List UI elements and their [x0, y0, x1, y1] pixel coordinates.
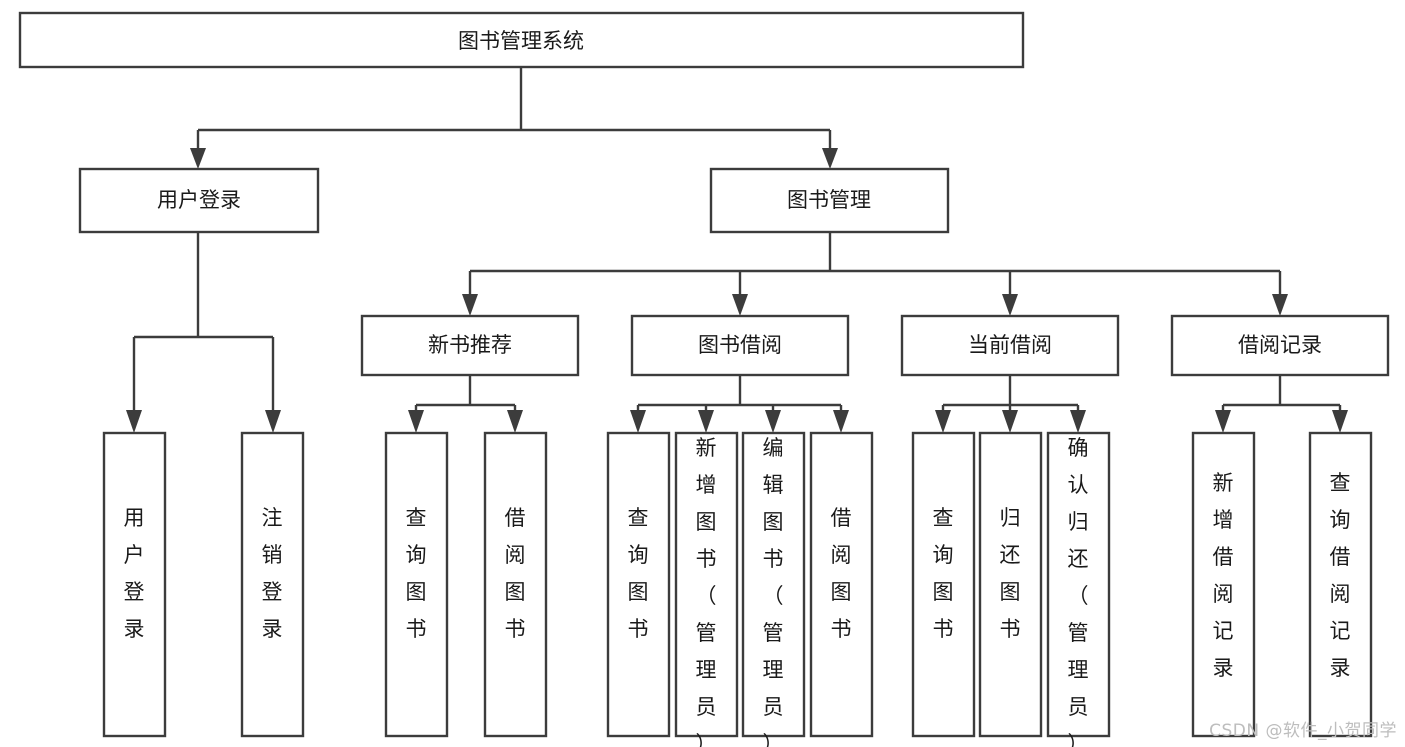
node-new-book-recommend[interactable]: 新书推荐: [360, 314, 580, 377]
leaf-recommend-query-book-label: 查询图书: [406, 506, 427, 641]
arrowhead-borrow-leaf-4: [833, 410, 849, 433]
node-borrow-record[interactable]: 借阅记录: [1170, 314, 1390, 377]
node-book-manage-label: 图书管理: [787, 188, 871, 212]
arrowhead-recommend-leaf-1: [408, 410, 424, 433]
leaf-record-add-label: 新增借阅记录: [1213, 471, 1234, 680]
arrowhead-level3-3: [1002, 294, 1018, 316]
leaf-node[interactable]: 用户登录: [102, 431, 167, 738]
leaf-node[interactable]: 新增图书（管理员）: [674, 431, 739, 747]
leaf-borrow-query-book-box[interactable]: [606, 431, 671, 738]
node-book-borrow[interactable]: 图书借阅: [630, 314, 850, 377]
arrowhead-current-leaf-3: [1070, 410, 1086, 433]
node-book-manage[interactable]: 图书管理: [709, 167, 950, 234]
leaf-node[interactable]: 查询借阅记录: [1308, 431, 1373, 738]
arrowhead-current-leaf-2: [1002, 410, 1018, 433]
leaf-borrow-edit-book-label: 编辑图书（管理员）: [763, 436, 784, 747]
leaf-node[interactable]: 编辑图书（管理员）: [741, 431, 806, 747]
node-current-borrow[interactable]: 当前借阅: [900, 314, 1120, 377]
leaf-current-query-book-label: 查询图书: [933, 506, 954, 641]
leaf-node[interactable]: 查询图书: [606, 431, 671, 738]
leaf-record-add-box[interactable]: [1191, 431, 1256, 738]
node-root[interactable]: 图书管理系统: [18, 11, 1025, 69]
node-book-manage-box[interactable]: [709, 167, 950, 234]
node-new-book-recommend-box[interactable]: [360, 314, 580, 377]
node-book-borrow-box[interactable]: [630, 314, 850, 377]
arrowhead-book-manage: [822, 148, 838, 169]
leaf-node[interactable]: 新增借阅记录: [1191, 431, 1256, 738]
arrowhead-borrow-leaf-2: [698, 410, 714, 433]
node-root-box[interactable]: [18, 11, 1025, 69]
leaf-node[interactable]: 注销登录: [240, 431, 305, 738]
leaf-node[interactable]: 查询图书: [911, 431, 976, 738]
leaf-node[interactable]: 归还图书: [978, 431, 1043, 738]
leaf-current-confirm-return-label: 确认归还（管理员）: [1068, 436, 1089, 747]
leaf-current-return-book-box[interactable]: [978, 431, 1043, 738]
leaf-recommend-query-book-box[interactable]: [384, 431, 449, 738]
node-borrow-record-box[interactable]: [1170, 314, 1390, 377]
arrowhead-level3-4: [1272, 294, 1288, 316]
node-user-login-label: 用户登录: [157, 188, 241, 212]
arrowhead-record-leaf-1: [1215, 410, 1231, 433]
connector-layer: [126, 67, 1348, 433]
node-current-borrow-box[interactable]: [900, 314, 1120, 377]
node-root-label: 图书管理系统: [458, 29, 584, 53]
leaf-user-login-label: 用户登录: [124, 506, 145, 641]
leaf-borrow-add-book-label: 新增图书（管理员）: [696, 436, 717, 747]
leaf-current-return-book-label: 归还图书: [1000, 506, 1021, 641]
leaf-borrow-query-book-label: 查询图书: [628, 506, 649, 641]
leaf-recommend-borrow-book-label: 借阅图书: [505, 506, 526, 641]
leaf-user-login-box[interactable]: [102, 431, 167, 738]
node-user-login[interactable]: 用户登录: [78, 167, 320, 234]
leaf-node[interactable]: 借阅图书: [483, 431, 548, 738]
arrowhead-record-leaf-2: [1332, 410, 1348, 433]
leaf-node[interactable]: 借阅图书: [809, 431, 874, 738]
csdn-watermark: CSDN @软件_小贺同学: [1209, 721, 1397, 741]
leaf-borrow-add-book-box[interactable]: [674, 431, 739, 738]
arrowhead-level3-1: [462, 294, 478, 316]
leaf-current-query-book-box[interactable]: [911, 431, 976, 738]
leaf-record-query-box[interactable]: [1308, 431, 1373, 738]
node-book-borrow-label: 图书借阅: [698, 333, 782, 357]
arrowhead-level3-2: [732, 294, 748, 316]
node-user-login-box[interactable]: [78, 167, 320, 234]
node-new-book-recommend-label: 新书推荐: [428, 333, 512, 357]
arrowhead-user-login: [190, 148, 206, 169]
leaf-node[interactable]: 确认归还（管理员）: [1046, 431, 1111, 747]
arrowhead-recommend-leaf-2: [507, 410, 523, 433]
leaf-recommend-borrow-book-box[interactable]: [483, 431, 548, 738]
arrowhead-leaf-user-login-2: [265, 410, 281, 433]
arrowhead-current-leaf-1: [935, 410, 951, 433]
leaf-borrow-borrow-book-box[interactable]: [809, 431, 874, 738]
arrowhead-borrow-leaf-1: [630, 410, 646, 433]
leaf-logout-box[interactable]: [240, 431, 305, 738]
arrowhead-borrow-leaf-3: [765, 410, 781, 433]
arrowhead-leaf-user-login-1: [126, 410, 142, 433]
leaf-record-query-label: 查询借阅记录: [1330, 471, 1351, 680]
node-current-borrow-label: 当前借阅: [968, 333, 1052, 357]
leaf-node[interactable]: 查询图书: [384, 431, 449, 738]
node-borrow-record-label: 借阅记录: [1238, 333, 1322, 357]
leaf-borrow-borrow-book-label: 借阅图书: [831, 506, 852, 641]
leaf-borrow-edit-book-box[interactable]: [741, 431, 806, 738]
leaf-current-confirm-return-box[interactable]: [1046, 431, 1111, 738]
leaf-logout-label: 注销登录: [262, 506, 283, 641]
